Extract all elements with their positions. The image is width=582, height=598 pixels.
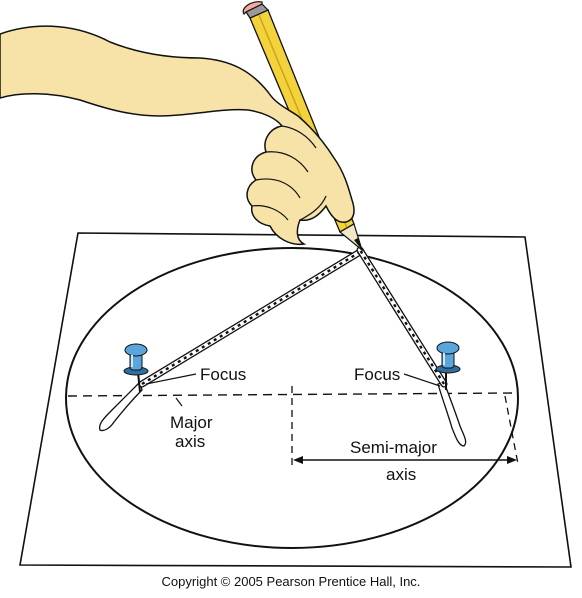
string-loose-end-right [437,381,467,447]
hand-icon [0,25,355,246]
focus-right-label: Focus [354,365,400,384]
push-pin-right-icon [435,341,461,390]
semi-major-dimension-arrow [293,456,517,464]
focus-left-label: Focus [200,365,246,384]
string-loose-end-left [98,380,143,432]
major-axis-leader [175,397,183,407]
paper-sheet [19,232,572,568]
semi-major-axis-label-line2: axis [386,465,416,484]
string-left [138,248,364,388]
major-axis-label-line1: Major [170,413,213,432]
focus-left-leader [145,373,197,385]
ellipse-outline [65,247,519,549]
push-pin-left-icon [123,343,149,393]
string-right [356,246,448,388]
focus-right-leader [403,373,441,387]
semi-major-axis-label-line1: Semi-major [350,438,437,457]
copyright-notice: Copyright © 2005 Pearson Prentice Hall, … [162,574,421,589]
major-axis-label-line2: axis [175,432,205,451]
